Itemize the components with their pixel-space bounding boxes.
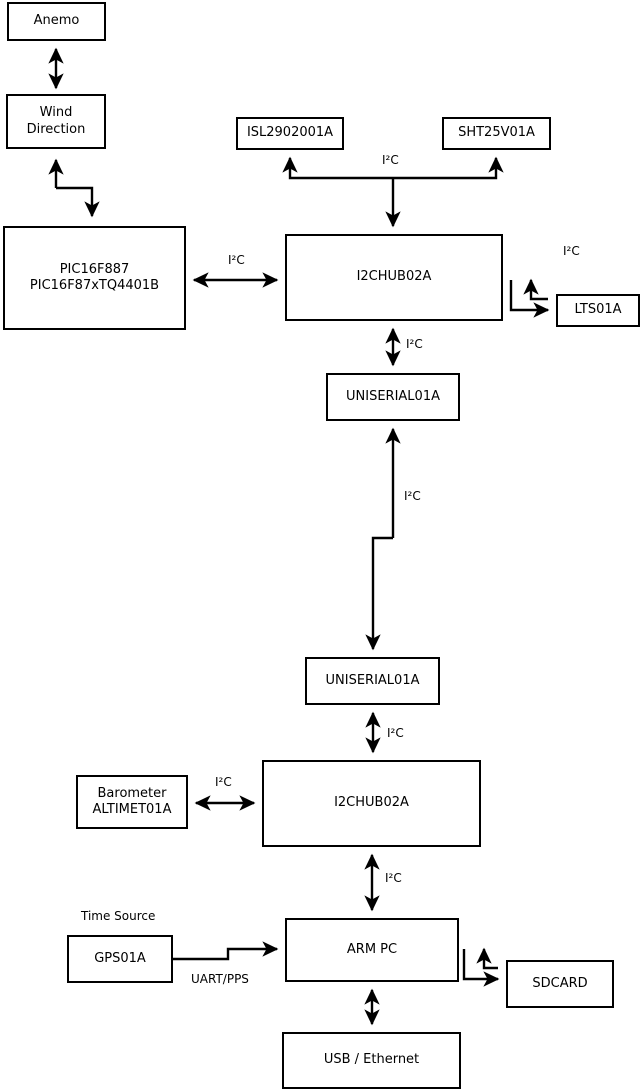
node-uniserial01a-upper-label: UNISERIAL01A — [346, 388, 440, 404]
edge-label-i2c-hub-lts: I²C — [563, 244, 580, 258]
node-lts01a[interactable]: LTS01A — [556, 294, 640, 327]
edge-label-i2c-hub-armpc: I²C — [385, 871, 402, 885]
edge-label-i2c-top-bus: I²C — [382, 153, 399, 167]
edge-bus-to-sht — [393, 156, 504, 180]
node-wind-direction[interactable]: Wind Direction — [6, 94, 106, 149]
node-barometer-altimet01a-label: Barometer ALTIMET01A — [92, 785, 172, 817]
node-gps01a[interactable]: GPS01A — [67, 935, 173, 983]
edge-pic-winddir-elbow — [56, 186, 100, 218]
node-sdcard[interactable]: SDCARD — [506, 960, 614, 1008]
node-uniserial01a-lower[interactable]: UNISERIAL01A — [305, 657, 440, 705]
node-i2chub02a-bottom[interactable]: I2CHUB02A — [262, 760, 481, 847]
edge-bus-to-isl — [282, 156, 393, 180]
edge-label-i2c-hub-uniserial: I²C — [406, 337, 423, 351]
node-barometer-altimet01a[interactable]: Barometer ALTIMET01A — [76, 775, 188, 829]
label-time-source: Time Source — [81, 909, 156, 923]
node-i2chub02a-top-label: I2CHUB02A — [356, 269, 432, 285]
node-i2chub02a-bottom-label: I2CHUB02A — [334, 795, 409, 811]
edge-label-i2c-pic-hub: I²C — [228, 253, 245, 267]
node-isl2902001a[interactable]: ISL2902001A — [236, 117, 344, 150]
edge-lts-to-hubtop — [523, 278, 548, 301]
edge-sdcard-to-armpc — [476, 947, 498, 970]
node-lts01a-label: LTS01A — [574, 302, 622, 318]
edge-armpc-to-sdcard — [462, 949, 500, 987]
node-usb-ethernet-label: USB / Ethernet — [323, 1052, 420, 1068]
node-uniserial01a-upper[interactable]: UNISERIAL01A — [326, 373, 460, 421]
node-arm-pc-label: ARM PC — [346, 941, 398, 957]
edge-label-i2c-uniserial-hub-bottom: I²C — [387, 726, 404, 740]
node-sht25v01a[interactable]: SHT25V01A — [442, 117, 551, 150]
node-pic-microcontroller[interactable]: PIC16F887 PIC16F87xTQ4401B — [3, 226, 186, 330]
node-sht25v01a-label: SHT25V01A — [458, 125, 535, 141]
node-isl2902001a-label: ISL2902001A — [246, 125, 334, 141]
node-arm-pc[interactable]: ARM PC — [285, 918, 459, 982]
edge-label-i2c-barometer-hub: I²C — [215, 775, 232, 789]
node-sdcard-label: SDCARD — [532, 975, 588, 991]
node-pic-microcontroller-label: PIC16F887 PIC16F87xTQ4401B — [29, 261, 160, 293]
edge-gps-armpc — [173, 941, 279, 961]
edge-hubtop-to-lts — [509, 280, 550, 318]
edge-label-i2c-uniserial-uniserial: I²C — [404, 489, 421, 503]
node-gps01a-label: GPS01A — [94, 950, 146, 966]
node-anemo[interactable]: Anemo — [7, 2, 106, 41]
node-anemo-label: Anemo — [33, 13, 80, 29]
node-uniserial01a-lower-label: UNISERIAL01A — [325, 672, 420, 688]
node-i2chub02a-top[interactable]: I2CHUB02A — [285, 234, 503, 321]
edge-label-uart-pps: UART/PPS — [191, 972, 249, 986]
node-wind-direction-label: Wind Direction — [26, 105, 86, 137]
edge-uniserial-jog-down — [365, 536, 393, 651]
node-usb-ethernet[interactable]: USB / Ethernet — [282, 1032, 461, 1089]
